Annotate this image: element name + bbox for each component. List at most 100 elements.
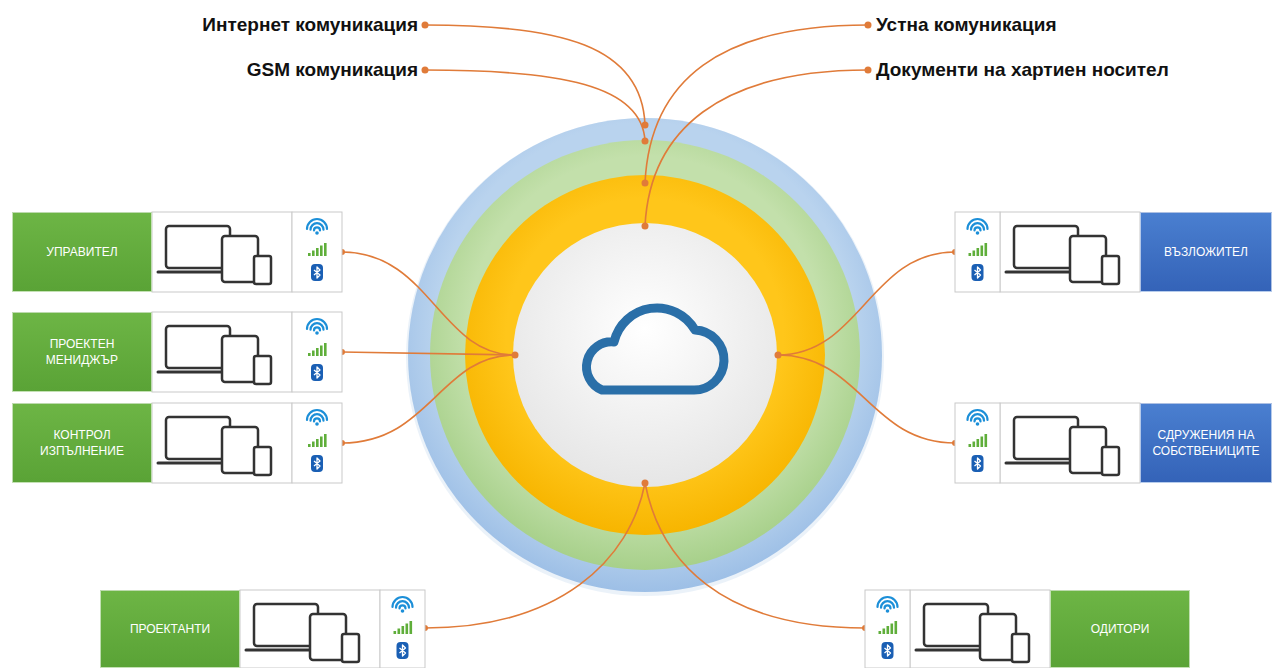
laptop-screen (166, 226, 230, 268)
panel-frame (910, 590, 1050, 668)
laptop-screen (924, 604, 988, 646)
panel-frame (1000, 403, 1140, 483)
leader-dot (642, 480, 649, 487)
leader-dot (642, 122, 649, 129)
laptop-screen (166, 417, 230, 459)
signal-bar (977, 439, 980, 447)
role-label: КОНТРОЛ ИЗПЪЛНЕНИЕ (21, 427, 143, 459)
role-box: ПРОЕКТЕН МЕНИДЖЪР (12, 312, 152, 392)
icon-frame (292, 212, 342, 292)
role-box: ВЪЗЛОЖИТЕЛ (1140, 212, 1272, 292)
leader-dot (865, 67, 872, 74)
signal-bar (316, 348, 319, 356)
device-panel (955, 212, 1140, 292)
leader-lines (342, 25, 955, 628)
leader-line (645, 483, 865, 628)
signal-bar (891, 624, 894, 635)
icon-frame (292, 312, 342, 392)
phone-icon (1102, 447, 1119, 475)
bluetooth-badge (972, 455, 984, 472)
signal-bar (410, 621, 413, 634)
bluetooth-glyph (885, 645, 891, 656)
leader-line (778, 252, 955, 355)
bluetooth-badge (311, 364, 323, 381)
leader-line (342, 252, 515, 355)
role-box: ПРОЕКТАНТИ (100, 590, 240, 668)
device-panel (152, 212, 342, 292)
wifi-dot (315, 331, 319, 335)
role-label: ПРОЕКТЕН МЕНИДЖЪР (21, 336, 143, 368)
paper-core (513, 223, 777, 487)
panel-frame (240, 590, 380, 668)
channel-label: Интернет комуникация (202, 14, 418, 36)
wifi-arc (400, 605, 406, 608)
leader-dot (865, 22, 872, 29)
device-panel (152, 403, 342, 483)
signal-bar (308, 444, 311, 447)
leader-line (645, 70, 868, 226)
laptop-screen (254, 604, 318, 646)
bluetooth-badge (397, 642, 409, 659)
icon-frame (292, 403, 342, 483)
phone-icon (254, 256, 271, 284)
phone-icon (1012, 634, 1029, 662)
signal-bar (402, 626, 405, 634)
role-label: ОДИТОРИ (1091, 621, 1150, 637)
bluetooth-glyph (314, 458, 320, 469)
leader-line (425, 70, 645, 141)
wifi-dot (976, 231, 980, 235)
wifi-arc (971, 223, 984, 229)
oral-ring (465, 175, 825, 535)
leader-dot (512, 352, 519, 359)
phone-icon (1102, 256, 1119, 284)
signal-bar (308, 353, 311, 356)
wifi-arc (885, 605, 891, 608)
laptop-screen (166, 326, 230, 368)
wifi-arc (971, 414, 984, 420)
laptop-screen (1014, 417, 1078, 459)
device-panel (152, 312, 342, 392)
signal-bar (879, 631, 882, 634)
wifi-arc (311, 323, 324, 330)
signal-bar (883, 629, 886, 635)
bluetooth-glyph (314, 267, 320, 278)
signal-bar (308, 253, 311, 256)
wifi-dot (886, 609, 890, 613)
signal-bar (895, 621, 898, 634)
signal-bar (312, 251, 315, 257)
device-panel (865, 590, 1050, 668)
role-box: СДРУЖЕНИЯ НА СОБСТВЕНИЦИТЕ (1140, 403, 1272, 483)
phone-icon (254, 447, 271, 475)
leader-dots (339, 22, 958, 632)
bluetooth-badge (311, 455, 323, 472)
leader-line (778, 355, 955, 443)
signal-bar (324, 243, 327, 256)
tablet-icon (1070, 427, 1106, 473)
role-label: УПРАВИТЕЛ (46, 244, 117, 260)
wifi-arc (881, 601, 894, 608)
role-box: КОНТРОЛ ИЗПЪЛНЕНИЕ (12, 403, 152, 483)
signal-bar (320, 437, 323, 448)
leader-dot (642, 138, 649, 145)
device-panel (955, 403, 1140, 483)
leader-line (425, 483, 645, 628)
channel-label: GSM комуникация (247, 59, 418, 81)
wifi-arc (311, 414, 324, 420)
wifi-dot (401, 609, 405, 613)
signal-bar (969, 253, 972, 256)
role-label: ВЪЗЛОЖИТЕЛ (1164, 244, 1248, 260)
ring-shadow (406, 118, 884, 596)
signal-bar (973, 442, 976, 448)
role-label: СДРУЖЕНИЯ НА СОБСТВЕНИЦИТЕ (1149, 427, 1263, 459)
signal-bar (985, 434, 988, 447)
panel-frame (152, 403, 292, 483)
tablet-icon (310, 614, 346, 660)
wifi-arc (975, 227, 981, 230)
bluetooth-glyph (975, 458, 981, 469)
leader-line (645, 25, 868, 183)
channel-label: Документи на хартиен носител (876, 59, 1169, 81)
signal-bar (316, 439, 319, 447)
leader-dot (775, 352, 782, 359)
wifi-dot (315, 231, 319, 235)
